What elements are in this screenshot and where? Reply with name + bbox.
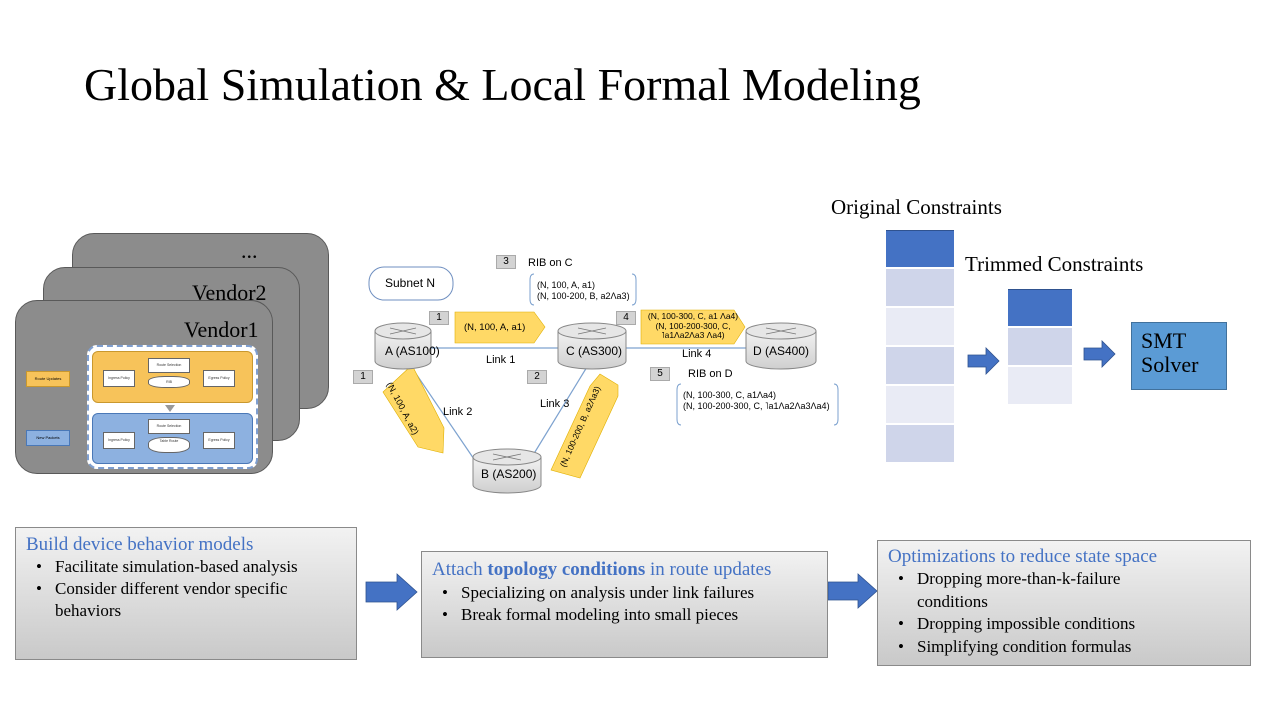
arrow-right-icon: [365, 573, 418, 611]
panel-optimize-bullet: Dropping more-than-k-failure conditions: [888, 568, 1240, 613]
panel-build-bullet: Consider different vendor specific behav…: [26, 578, 346, 622]
update-arrow-a-to-c: [454, 311, 546, 344]
link2-line: [407, 361, 479, 466]
constraint-block: [886, 230, 954, 269]
step-badge-1b: 1: [353, 370, 373, 384]
panel-optimizations: Optimizations to reduce state space Drop…: [877, 540, 1251, 666]
step-badge-5: 5: [650, 367, 670, 381]
update-arrow-a-to-b: [382, 364, 445, 454]
update-arrow-b-to-c: [550, 373, 619, 479]
constraint-block: [886, 425, 954, 464]
link4-label: Link 4: [682, 348, 712, 360]
update-arrow-c-to-d: [640, 309, 746, 345]
smt-solver-box: SMT Solver: [1131, 322, 1227, 390]
control-plane-band: Ingress Policy Route Selection RIB Egres…: [92, 351, 253, 403]
step-badge-1a: 1: [429, 311, 449, 325]
link3-line: [526, 361, 591, 466]
constraint-block: [886, 269, 954, 308]
arrow-right-icon: [967, 347, 1000, 375]
rib-c-entries: (N, 100, A, a1) (N, 100-200, B, a2Λa3): [537, 280, 630, 302]
route-updates-box: Route Updates: [26, 371, 70, 387]
update-a-to-c: (N, 100, A, a1): [464, 322, 526, 333]
router-c-label: C (AS300): [566, 344, 623, 358]
panel-attach-heading-bold: topology conditions: [487, 559, 646, 580]
step-badge-4: 4: [616, 311, 636, 325]
rib-d-entries: (N, 100-300, C, a1Λa4) (N, 100-200-300, …: [683, 390, 830, 412]
router-d-label: D (AS400): [753, 344, 810, 358]
device-model-pipeline: Ingress Policy Route Selection RIB Egres…: [87, 345, 258, 469]
constraint-block: [886, 347, 954, 386]
pipeline-arrow-icon: [165, 405, 175, 412]
link1-label: Link 1: [486, 354, 516, 366]
link2-label: Link 2: [443, 406, 473, 418]
route-selection-box-2: Route Selection: [148, 419, 190, 434]
trimmed-block: [1008, 367, 1072, 406]
panel-attach-conditions: Attach topology conditions in route upda…: [421, 551, 828, 658]
panel-build-models: Build device behavior models Facilitate …: [15, 527, 357, 660]
vendor-ellipsis: ...: [241, 238, 258, 263]
panel-optimize-bullet: Simplifying condition formulas: [888, 636, 1240, 659]
arrow-right-icon: [827, 573, 878, 609]
rib-c-entry: (N, 100-200, B, a2Λa3): [537, 291, 630, 301]
trimmed-constraints-label: Trimmed Constraints: [965, 252, 1144, 276]
original-constraints-label: Original Constraints: [831, 195, 1002, 219]
rib-d-title: RIB on D: [688, 368, 733, 380]
update-c-to-d: (N, 100-300, C, a1 Λa4) (N, 100-200-300,…: [646, 311, 740, 341]
update-c-to-d-line1: (N, 100-300, C, a1 Λa4): [647, 311, 739, 321]
panel-build-bullet: Facilitate simulation-based analysis: [26, 556, 346, 578]
subnet-node: [368, 266, 454, 301]
rib-d-entry: (N, 100-200-300, C, ˥a1Λa2Λa3Λa4): [683, 401, 830, 411]
subnet-label: Subnet N: [385, 276, 436, 290]
rib-c-brace: [529, 273, 637, 306]
trimmed-block: [1008, 328, 1072, 367]
ingress-policy-box-2: Ingress Policy: [103, 432, 135, 449]
vendor1-label: Vendor1: [184, 317, 259, 342]
route-selection-box: Route Selection: [148, 358, 190, 373]
router-a: [374, 322, 432, 370]
link3-label: Link 3: [540, 398, 570, 410]
data-plane-band: Ingress Policy Route Selection Table Rou…: [92, 413, 253, 464]
update-c-to-d-line3: ˥a1Λa2Λa3 Λa4): [661, 330, 725, 340]
panel-build-heading: Build device behavior models: [26, 534, 254, 555]
egress-policy-box: Egress Policy: [203, 370, 235, 387]
rib-d-entry: (N, 100-300, C, a1Λa4): [683, 390, 777, 400]
ingress-policy-box: Ingress Policy: [103, 370, 135, 387]
panel-attach-heading: Attach topology conditions in route upda…: [432, 558, 817, 582]
router-c: [557, 322, 627, 370]
rib-d-brace: [676, 383, 839, 426]
panel-attach-heading-post: in route updates: [645, 559, 772, 580]
panel-attach-heading-pre: Attach: [432, 559, 488, 580]
panel-attach-bullet: Specializing on analysis under link fail…: [432, 582, 817, 604]
router-b-label: B (AS200): [481, 467, 537, 481]
step-badge-2: 2: [527, 370, 547, 384]
rib-c-entry: (N, 100, A, a1): [537, 280, 596, 290]
table-route-box: Table Route: [148, 437, 190, 453]
rib-box: RIB: [148, 376, 190, 388]
egress-policy-box-2: Egress Policy: [203, 432, 235, 449]
panel-optimize-heading: Optimizations to reduce state space: [888, 546, 1158, 567]
router-d: [745, 322, 817, 370]
smt-solver-line1: SMT: [1141, 328, 1187, 353]
constraint-block: [886, 386, 954, 425]
router-b: [472, 448, 542, 494]
trimmed-block: [1008, 289, 1072, 328]
slide-title: Global Simulation & Local Formal Modelin…: [84, 59, 921, 110]
step-badge-3: 3: [496, 255, 516, 269]
panel-optimize-bullet: Dropping impossible conditions: [888, 613, 1240, 636]
rib-c-title: RIB on C: [528, 257, 573, 269]
arrow-right-icon: [1083, 340, 1116, 368]
update-c-to-d-line2: (N, 100-200-300, C,: [655, 320, 731, 331]
router-a-label: A (AS100): [385, 344, 440, 358]
constraint-block: [886, 308, 954, 347]
panel-attach-bullet: Break formal modeling into small pieces: [432, 604, 817, 626]
smt-solver-line2: Solver: [1141, 352, 1199, 377]
new-packets-box: New Packets: [26, 430, 70, 446]
